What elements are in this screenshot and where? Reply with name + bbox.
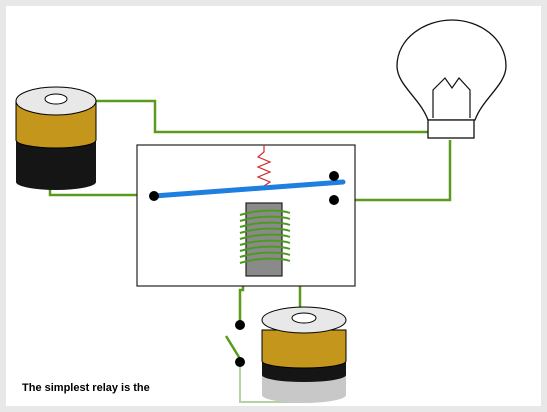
wire-battery-to-bulb [57, 99, 430, 134]
coil-icon [239, 209, 291, 264]
contact-upper [329, 171, 339, 181]
battery-icon [15, 86, 97, 190]
electromagnet-coil [239, 202, 291, 277]
wire-contact-to-bulb [334, 140, 452, 202]
contact-lower [329, 195, 339, 205]
iron-core [245, 202, 283, 277]
armature-pivot [149, 191, 159, 201]
switch-contact-lower [235, 357, 245, 367]
spring-icon [256, 145, 272, 188]
battery-icon [261, 306, 347, 403]
armature [151, 179, 346, 199]
switch-contact-upper [235, 320, 245, 330]
caption-text: The simplest relay is the [22, 382, 150, 394]
light-bulb-icon [396, 19, 507, 139]
